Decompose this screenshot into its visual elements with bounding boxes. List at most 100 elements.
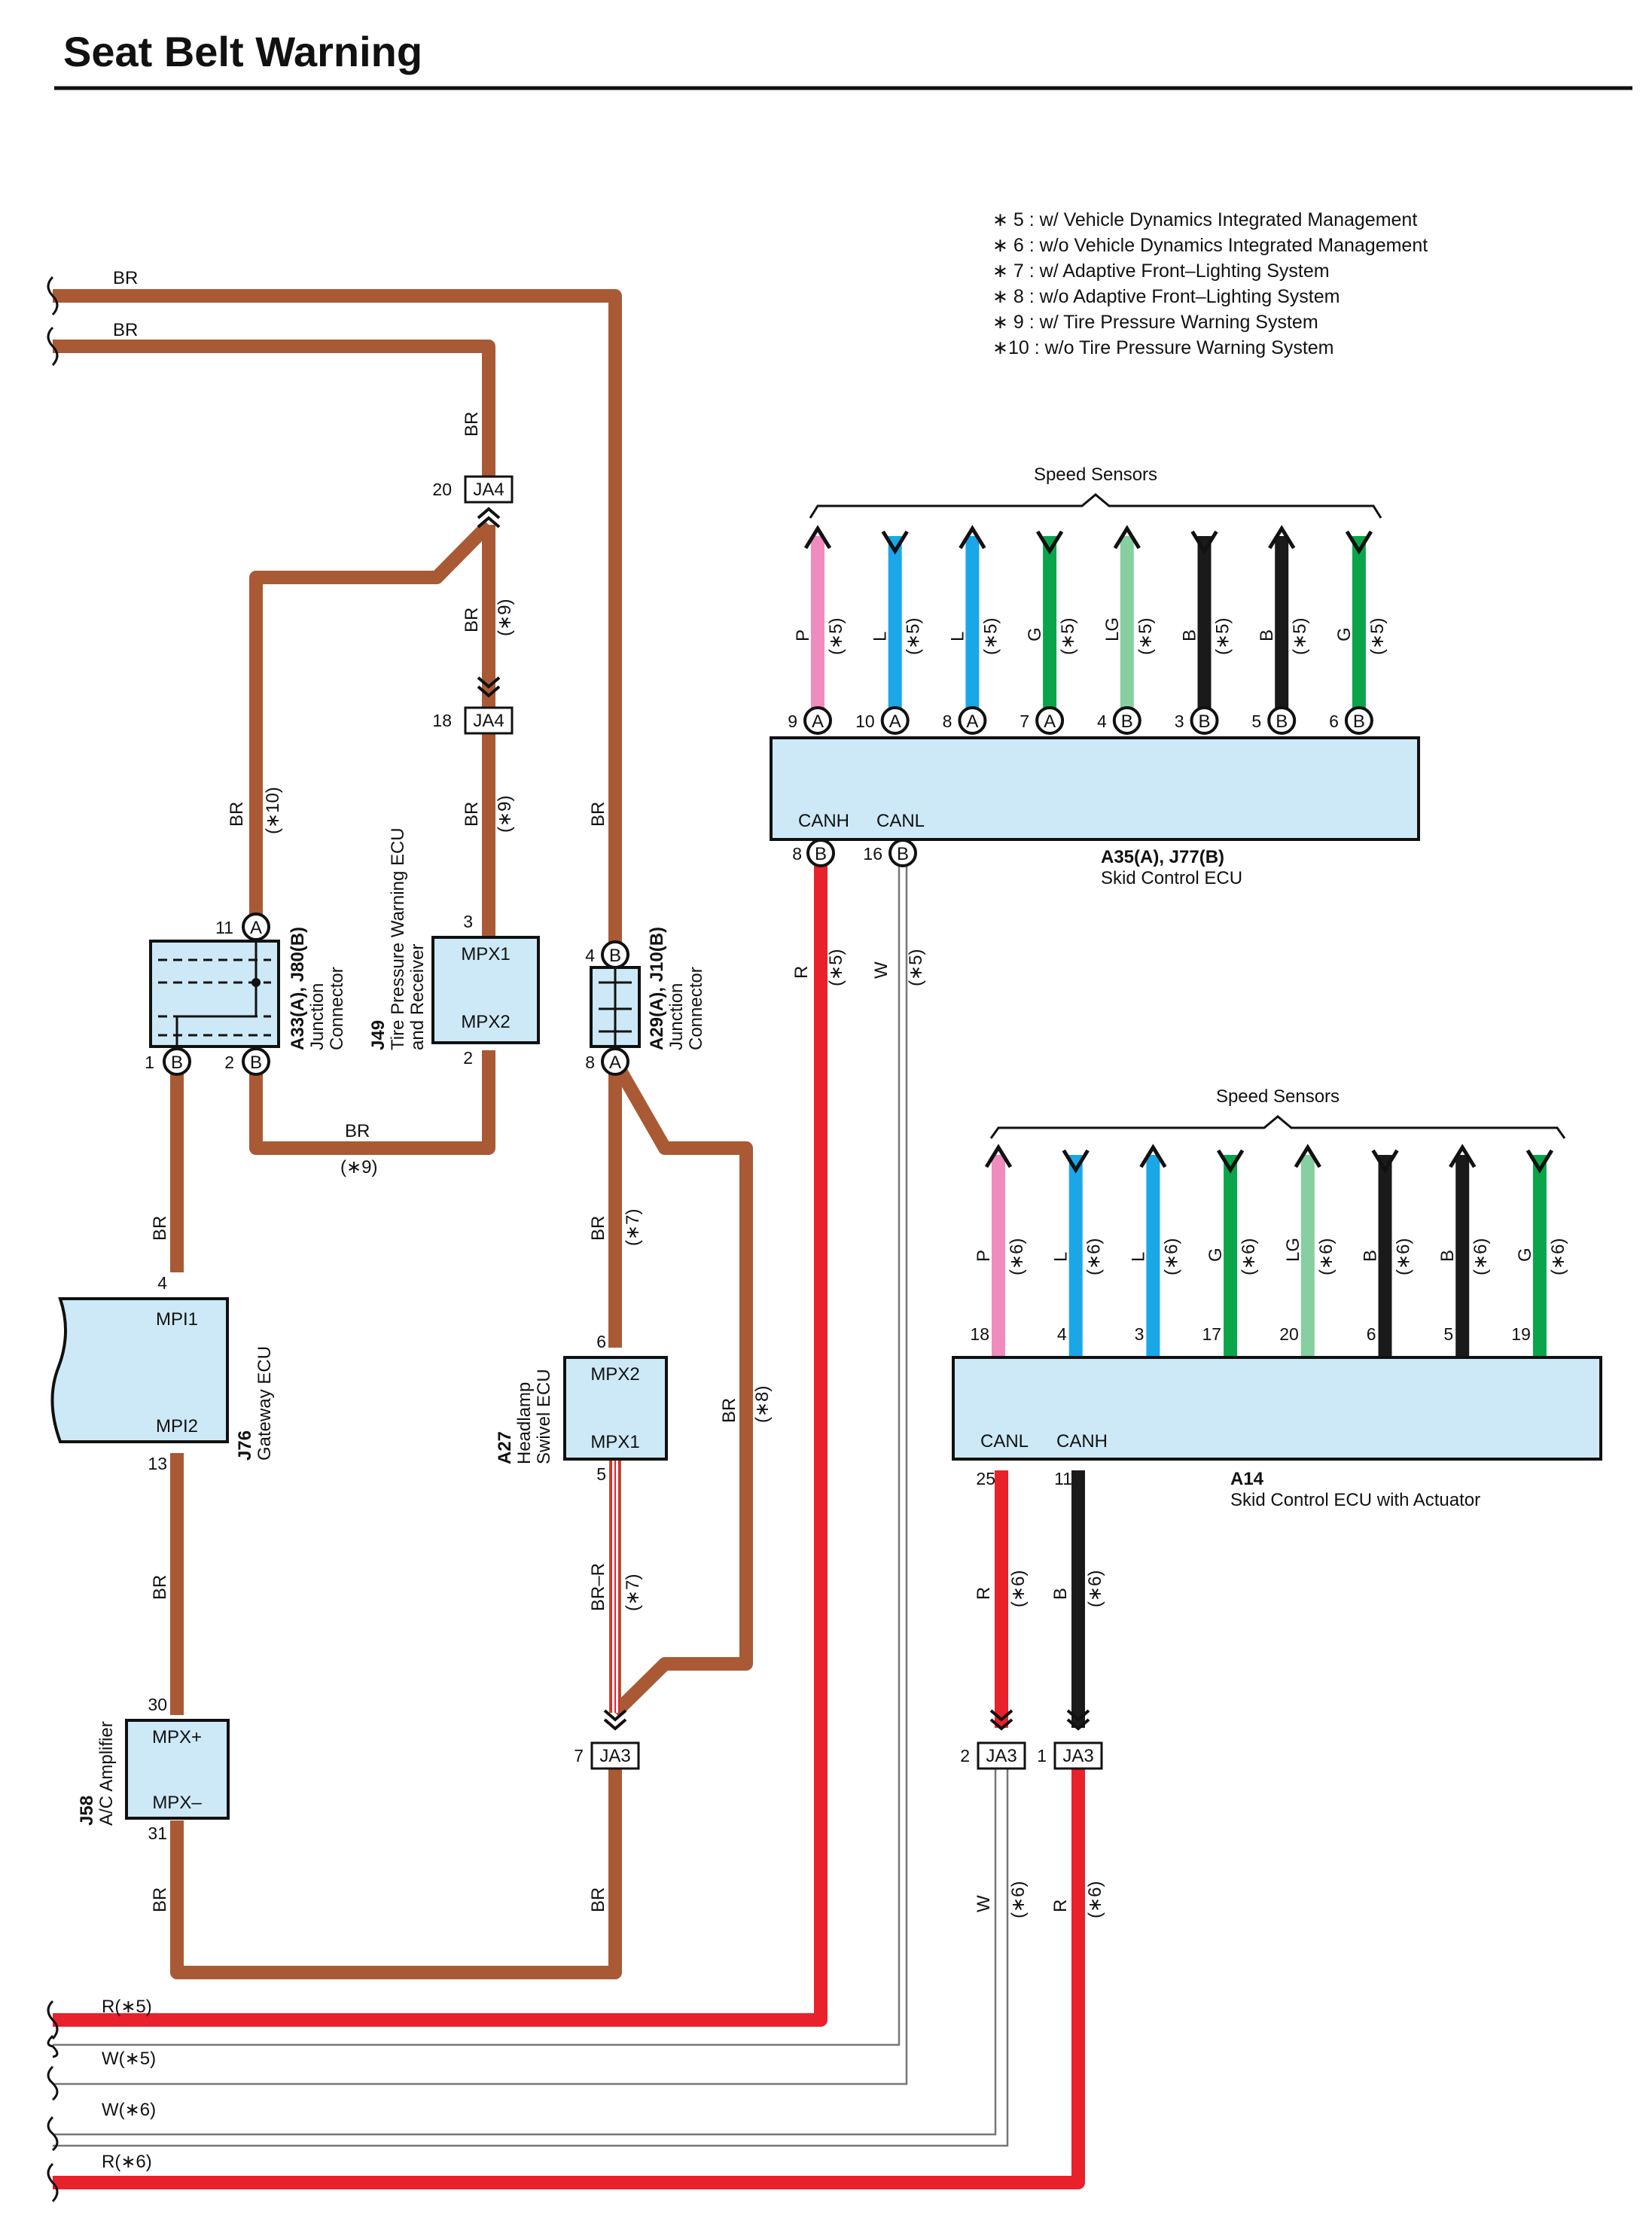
sensor-terminal-letter: A xyxy=(812,711,824,732)
svg-text:(∗9): (∗9) xyxy=(340,1157,377,1178)
pin-j58-31: 31 xyxy=(148,1823,167,1843)
svg-text:(∗7): (∗7) xyxy=(623,1209,643,1246)
svg-text:CANL: CANL xyxy=(980,1431,1029,1452)
page-title: Seat Belt Warning xyxy=(63,28,422,75)
svg-text:MPI2: MPI2 xyxy=(156,1416,198,1436)
label-br-input-2: BR xyxy=(113,320,138,340)
sensor-terminal xyxy=(1190,706,1219,735)
sensor-note: (∗6) xyxy=(1007,1238,1027,1275)
j76-gateway-ecu: MPI1 MPI2 4 13 J76 Gateway ECU xyxy=(50,1273,275,1473)
svg-text:A33(A), J80(B): A33(A), J80(B) xyxy=(288,927,308,1050)
sensor-terminal-letter: B xyxy=(1121,711,1133,732)
speed-sensor-wire: B(∗6)5RR+ xyxy=(1437,1144,1491,1379)
j58-ac-amplifier: MPX+ MPX– 30 31 J58 A/C Amplifier xyxy=(77,1695,230,1843)
svg-text:(∗6): (∗6) xyxy=(1085,1571,1105,1607)
sensor-arrow-icon xyxy=(1216,1149,1245,1174)
svg-text:BR: BR xyxy=(462,412,482,437)
svg-text:MPX–: MPX– xyxy=(152,1793,202,1813)
svg-text:BR: BR xyxy=(719,1398,739,1423)
pin-j76-13: 13 xyxy=(148,1454,167,1473)
ja4-bottom: JA4 18 xyxy=(432,676,514,735)
output-r6: R(∗6) xyxy=(102,2152,152,2172)
svg-text:Tire Pressure Warning ECU: Tire Pressure Warning ECU xyxy=(388,827,408,1050)
a33-junction-connector: A 11 B 1 B 2 A33(A), J80(B) Junction Con… xyxy=(145,912,347,1076)
sensor-pin: 8 xyxy=(943,711,952,731)
speed-sensor-wire: B(∗6)6RL– xyxy=(1361,1149,1414,1379)
sensor-pin: 6 xyxy=(1329,711,1339,731)
sensor-wire-color: G xyxy=(1025,627,1045,641)
svg-text:BR: BR xyxy=(150,1575,170,1600)
sensor-wire-color: P xyxy=(793,629,813,641)
svg-text:(∗6): (∗6) xyxy=(1008,1571,1029,1607)
sensor-note: (∗5) xyxy=(1367,618,1388,655)
svg-text:A: A xyxy=(250,918,262,938)
pin-ja3-1: 1 xyxy=(1037,1746,1047,1765)
svg-text:A: A xyxy=(609,1053,621,1073)
wire-w6-b xyxy=(53,1768,1009,2147)
sensor-note: (∗5) xyxy=(1290,618,1310,655)
sensor-arrow-icon xyxy=(1449,1144,1477,1168)
speed-sensor-wire: L(∗6)4FL– xyxy=(1051,1149,1105,1379)
speed-sensor-wire: LG(∗5)B4RL+ xyxy=(1097,525,1156,760)
sensor-note: (∗5) xyxy=(826,618,846,655)
speed-sensor-wire: L(∗5)A8FR+ xyxy=(943,525,1001,760)
sensor-arrow-icon xyxy=(1526,1149,1554,1174)
svg-text:JA3: JA3 xyxy=(986,1746,1016,1766)
svg-text:MPI1: MPI1 xyxy=(156,1309,198,1330)
svg-text:MPX1: MPX1 xyxy=(590,1432,639,1452)
svg-text:CANL: CANL xyxy=(876,811,925,831)
sensor-pin: 4 xyxy=(1057,1324,1067,1344)
pin-ja4-20: 20 xyxy=(432,480,452,499)
svg-text:(∗9): (∗9) xyxy=(495,796,515,833)
a14-code: A14 xyxy=(1230,1469,1264,1489)
svg-text:JA3: JA3 xyxy=(1062,1746,1093,1766)
ja3-connectors: JA3 7 JA3 2 JA3 1 xyxy=(574,1709,1103,1770)
speed-sensor-wire: G(∗5)B6RR– xyxy=(1329,530,1388,760)
sensor-pin: 7 xyxy=(1020,711,1029,731)
svg-text:MPX1: MPX1 xyxy=(461,944,510,964)
pin-j49-2: 2 xyxy=(463,1048,473,1068)
sensor-pin: 10 xyxy=(855,711,875,731)
a35-skid-control-ecu: Speed Sensors P(∗5)A9FL+L(∗5)A10FL–L(∗5)… xyxy=(770,465,1420,888)
sensor-wire-color: B xyxy=(1257,629,1277,641)
pin-j76-4: 4 xyxy=(157,1273,167,1293)
sensor-pin: 20 xyxy=(1279,1324,1299,1344)
svg-text:B: B xyxy=(1050,1588,1071,1600)
sensor-pin: 19 xyxy=(1511,1324,1531,1344)
speed-sensor-wire: LG(∗6)20RL+ xyxy=(1279,1144,1337,1379)
pin-a14-11: 11 xyxy=(1054,1469,1072,1488)
a35-code: A35(A), J77(B) xyxy=(1101,847,1224,867)
svg-text:B: B xyxy=(897,844,909,864)
sensor-wire-color: P xyxy=(974,1250,994,1262)
svg-text:(∗8): (∗8) xyxy=(752,1386,773,1423)
wire-labels: BR BR (∗9) BR (∗9) BR (∗10) BR BR (∗9) B… xyxy=(150,412,1105,1918)
svg-text:and Receiver: and Receiver xyxy=(407,944,428,1050)
svg-text:B: B xyxy=(609,946,621,966)
svg-text:R: R xyxy=(974,1587,994,1600)
label-br-input-1: BR xyxy=(113,268,138,288)
sensor-pin: 6 xyxy=(1367,1324,1376,1344)
svg-text:(∗6): (∗6) xyxy=(1008,1881,1029,1918)
wire-w6-a xyxy=(53,1768,997,2136)
a29-junction-connector: B 4 A 8 A29(A), J10(B) Junction Connecto… xyxy=(585,927,706,1076)
sensor-wire-color: L xyxy=(870,632,891,641)
sensor-note: (∗5) xyxy=(1213,618,1233,655)
note-5: ∗ 5 : w/ Vehicle Dynamics Integrated Man… xyxy=(992,209,1417,230)
svg-text:BR: BR xyxy=(462,802,482,827)
sensor-terminal xyxy=(803,706,832,735)
svg-text:J58: J58 xyxy=(77,1796,97,1826)
output-w6: W(∗6) xyxy=(102,2100,156,2120)
sensor-note: (∗6) xyxy=(1239,1238,1259,1275)
sensor-arrow-icon xyxy=(1113,525,1141,550)
sensor-note: (∗6) xyxy=(1471,1238,1491,1275)
speed-sensor-wire: P(∗5)A9FL+ xyxy=(788,525,846,760)
svg-text:BR: BR xyxy=(150,1887,170,1912)
svg-text:W: W xyxy=(974,1895,994,1912)
sensor-pin: 3 xyxy=(1135,1324,1145,1344)
a27-headlamp-swivel-ecu: MPX2 MPX1 6 5 A27 Headlamp Swivel ECU xyxy=(495,1332,668,1484)
sensor-wire-color: B xyxy=(1437,1250,1458,1262)
sensor-note: (∗5) xyxy=(980,618,1001,655)
sensor-wire-color: L xyxy=(947,632,968,641)
svg-text:BR: BR xyxy=(588,1887,608,1912)
